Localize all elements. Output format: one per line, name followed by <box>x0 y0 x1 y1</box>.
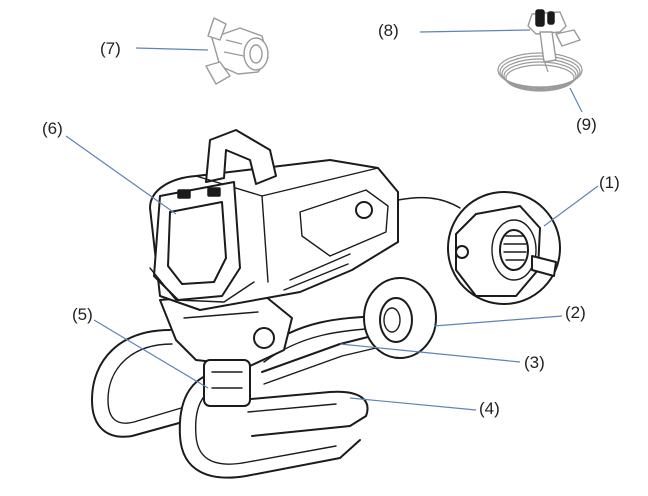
leader-7 <box>135 47 209 51</box>
leader-lines <box>65 29 599 411</box>
leader-4 <box>349 397 477 411</box>
tip-guard-drawing <box>205 17 269 85</box>
pressure-knob-detail <box>447 191 561 305</box>
callout-7: (7) <box>100 39 121 58</box>
leader-2 <box>433 315 563 327</box>
leader-1 <box>543 185 599 227</box>
callout-8: (8) <box>378 21 399 40</box>
leader-5 <box>93 319 209 389</box>
leader-6 <box>65 135 177 215</box>
callout-6: (6) <box>42 119 63 138</box>
callout-3: (3) <box>524 353 545 372</box>
callout-5: (5) <box>72 305 93 324</box>
callout-4: (4) <box>479 399 500 418</box>
callout-1: (1) <box>599 173 620 192</box>
leader-3 <box>339 343 521 363</box>
suction-tube-drawing <box>261 277 437 363</box>
pump-body-drawing <box>149 129 461 407</box>
leader-9 <box>569 87 583 113</box>
leader-8 <box>419 29 531 33</box>
callout-9: (9) <box>576 115 597 134</box>
callout-2: (2) <box>565 303 586 322</box>
spray-gun-hose-drawing <box>497 9 583 92</box>
